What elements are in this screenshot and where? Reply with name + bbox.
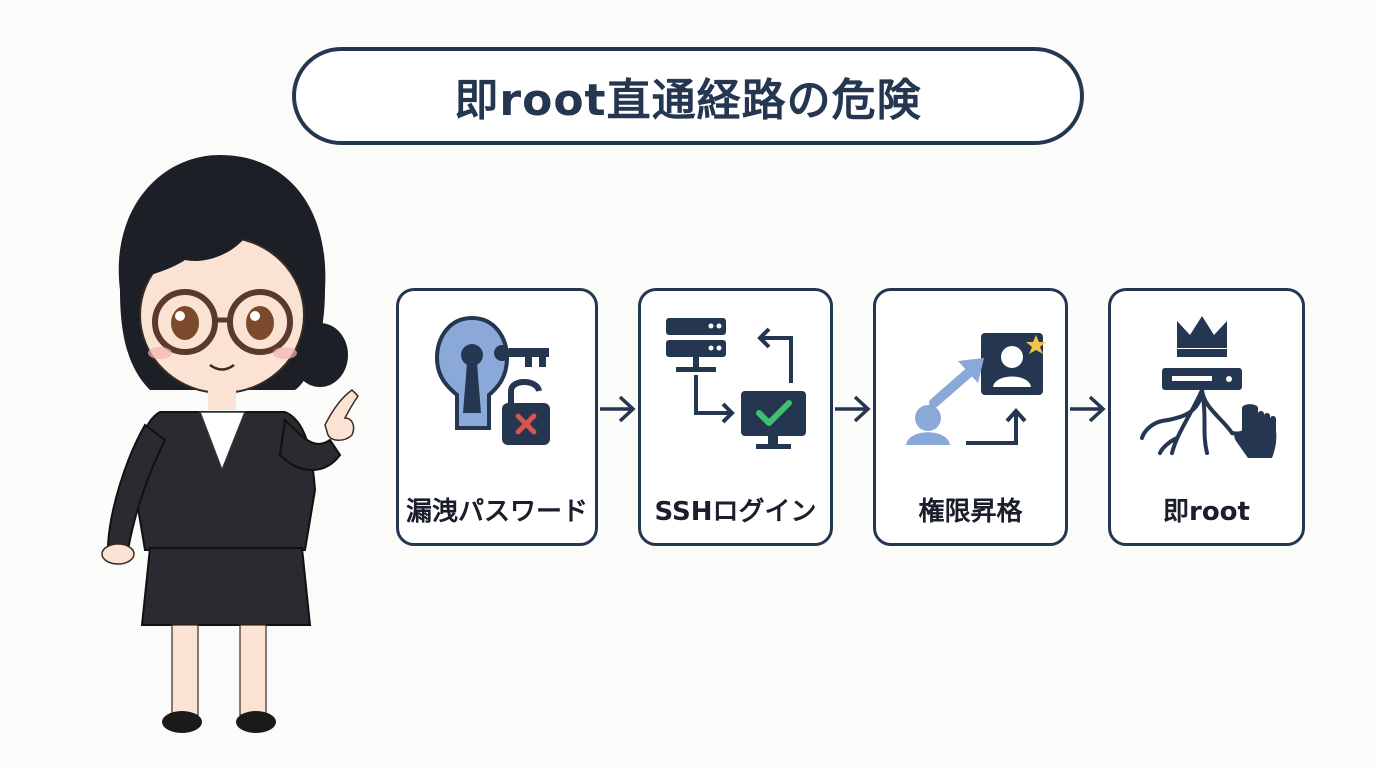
arrow-right-icon — [833, 392, 873, 430]
step-label: 権限昇格 — [918, 497, 1023, 527]
step-label: 漏洩パスワード — [405, 497, 588, 527]
presenter-character-illustration — [101, 155, 359, 733]
keyhole-key-broken-lock-icon — [434, 315, 550, 445]
user-escalation-icon — [905, 333, 1046, 445]
crowned-server-roots-icon — [1139, 316, 1276, 458]
step-label: 即root — [1163, 497, 1250, 527]
title-banner: 即root直通経路の危険 — [292, 47, 1084, 145]
server-to-monitor-icon — [665, 318, 806, 449]
diagram-title: 即root直通経路の危険 — [454, 75, 922, 126]
flow-step-leaked-password: 漏洩パスワード — [396, 288, 598, 546]
flow-step-privilege-escalation: 権限昇格 — [873, 288, 1068, 546]
step-label: SSHログイン — [654, 497, 817, 527]
arrow-right-icon — [598, 392, 638, 430]
flow-step-instant-root: 即root — [1108, 288, 1305, 546]
flow-step-ssh-login: SSHログイン — [638, 288, 833, 546]
arrow-right-icon — [1068, 392, 1108, 430]
